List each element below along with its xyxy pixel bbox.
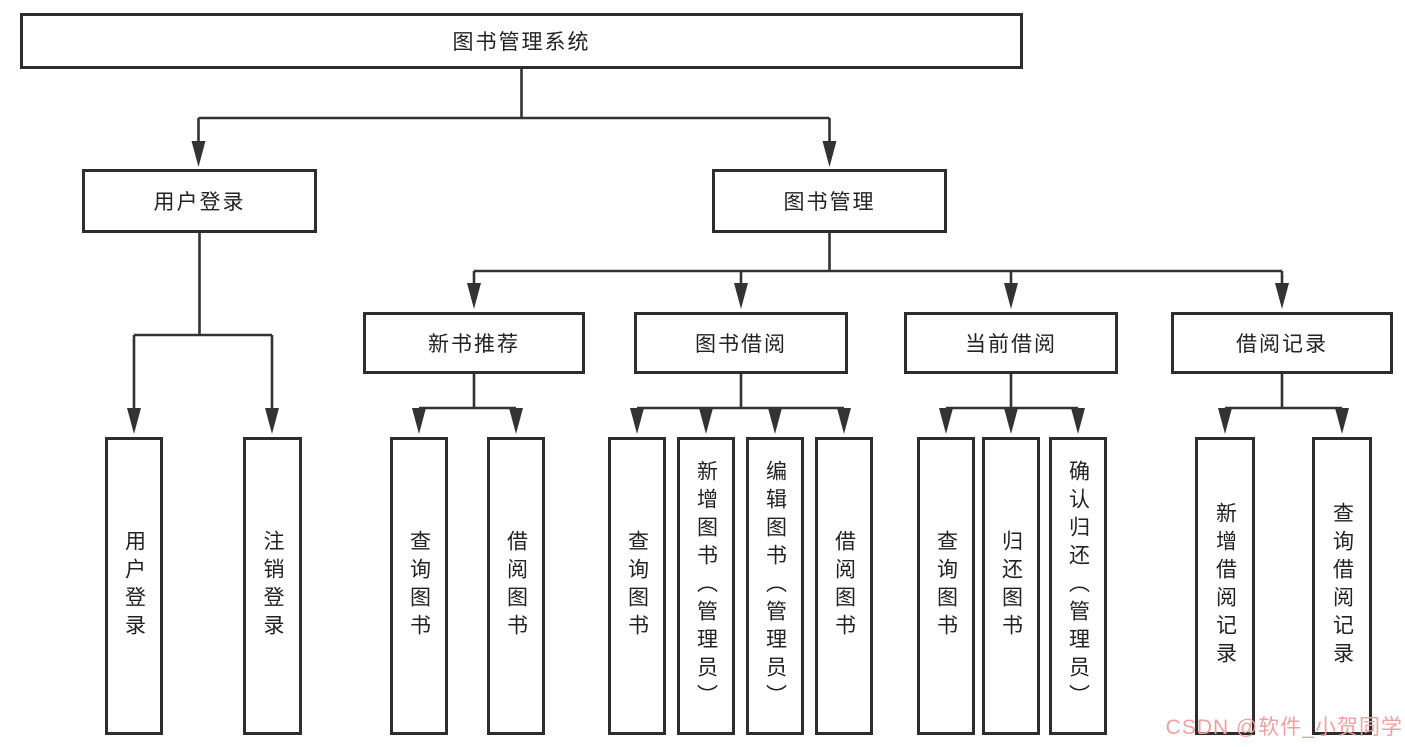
node-book-borrowing: 图书借阅 <box>634 312 848 374</box>
leaf-bb-edit-books-admin: 编辑图书（管理员） <box>746 437 804 735</box>
arrowhead-br-query <box>1335 408 1349 434</box>
connector-user-login-subtree <box>132 233 274 410</box>
arrowhead-bb-add <box>699 408 713 434</box>
node-new-book-recommend-label: 新书推荐 <box>428 333 520 356</box>
node-root-label: 图书管理系统 <box>452 31 591 54</box>
arrowhead-bb-borrow <box>837 408 851 434</box>
node-current-borrowing-label: 当前借阅 <box>965 333 1057 356</box>
connector-current-borrow-subtree <box>944 374 1080 411</box>
leaf-logout: 注销登录 <box>243 437 302 735</box>
arrowhead-nb-query <box>412 408 426 434</box>
leaf-bb-borrow-books: 借阅图书 <box>815 437 873 735</box>
leaf-cb-return-books-label: 归还图书 <box>999 530 1023 642</box>
leaf-br-add-record: 新增借阅记录 <box>1195 437 1255 735</box>
node-borrowing-records-label: 借阅记录 <box>1236 333 1328 356</box>
arrowhead-book-borrow <box>734 283 748 309</box>
connector-root-to-level2 <box>197 69 831 144</box>
leaf-nb-borrow-books-label: 借阅图书 <box>504 530 528 642</box>
leaf-nb-query-books: 查询图书 <box>390 437 448 735</box>
node-book-management-label: 图书管理 <box>783 191 876 214</box>
leaf-cb-query-books-label: 查询图书 <box>934 530 958 642</box>
leaf-bb-add-books-admin: 新增图书（管理员） <box>677 437 735 735</box>
arrowhead-book-mgmt <box>822 141 837 167</box>
node-root-system: 图书管理系统 <box>20 13 1023 69</box>
leaf-bb-add-books-admin-label: 新增图书（管理员） <box>694 460 718 712</box>
leaf-br-query-record-label: 查询借阅记录 <box>1330 502 1354 670</box>
leaf-nb-borrow-books: 借阅图书 <box>487 437 545 735</box>
arrowhead-new-books <box>467 283 481 309</box>
leaf-bb-query-books-label: 查询图书 <box>625 530 649 642</box>
node-current-borrowing: 当前借阅 <box>904 312 1118 374</box>
leaf-br-query-record: 查询借阅记录 <box>1312 437 1372 735</box>
leaf-cb-confirm-return-admin-label: 确认归还（管理员） <box>1066 460 1090 712</box>
node-new-book-recommend: 新书推荐 <box>363 312 585 374</box>
connector-book-borrow-subtree <box>635 374 846 411</box>
leaf-cb-return-books: 归还图书 <box>982 437 1040 735</box>
leaf-cb-confirm-return-admin: 确认归还（管理员） <box>1049 437 1107 735</box>
csdn-watermark: CSDN @软件_小贺同学 <box>1165 716 1403 739</box>
connector-borrow-records-subtree <box>1223 374 1344 411</box>
arrowhead-cb-query <box>939 408 953 434</box>
arrowhead-user-login <box>191 141 206 167</box>
connector-book-mgmt-subtree <box>472 233 1284 286</box>
arrowhead-current-borrow <box>1004 283 1018 309</box>
node-book-management: 图书管理 <box>712 169 947 233</box>
node-book-borrowing-label: 图书借阅 <box>695 333 787 356</box>
arrowhead-bb-edit <box>768 408 782 434</box>
leaf-user-login: 用户登录 <box>105 437 163 735</box>
node-user-login: 用户登录 <box>82 169 317 233</box>
arrowhead-leaf-logout <box>265 408 279 434</box>
node-borrowing-records: 借阅记录 <box>1171 312 1393 374</box>
leaf-nb-query-books-label: 查询图书 <box>407 530 431 642</box>
leaf-bb-query-books: 查询图书 <box>608 437 666 735</box>
arrowhead-bb-query <box>630 408 644 434</box>
leaf-br-add-record-label: 新增借阅记录 <box>1213 502 1237 670</box>
leaf-user-login-label: 用户登录 <box>122 530 146 642</box>
arrowhead-nb-borrow <box>509 408 523 434</box>
arrowhead-leaf-user-login <box>127 408 141 434</box>
leaf-cb-query-books: 查询图书 <box>917 437 975 735</box>
node-user-login-label: 用户登录 <box>153 191 246 214</box>
leaf-bb-edit-books-admin-label: 编辑图书（管理员） <box>763 460 787 712</box>
leaf-logout-label: 注销登录 <box>261 530 284 642</box>
arrowhead-br-add <box>1218 408 1232 434</box>
connector-new-books-subtree <box>417 374 518 411</box>
arrowhead-cb-confirm <box>1071 408 1085 434</box>
leaf-bb-borrow-books-label: 借阅图书 <box>832 530 856 642</box>
arrowhead-cb-return <box>1004 408 1018 434</box>
arrowhead-borrow-records <box>1275 283 1289 309</box>
